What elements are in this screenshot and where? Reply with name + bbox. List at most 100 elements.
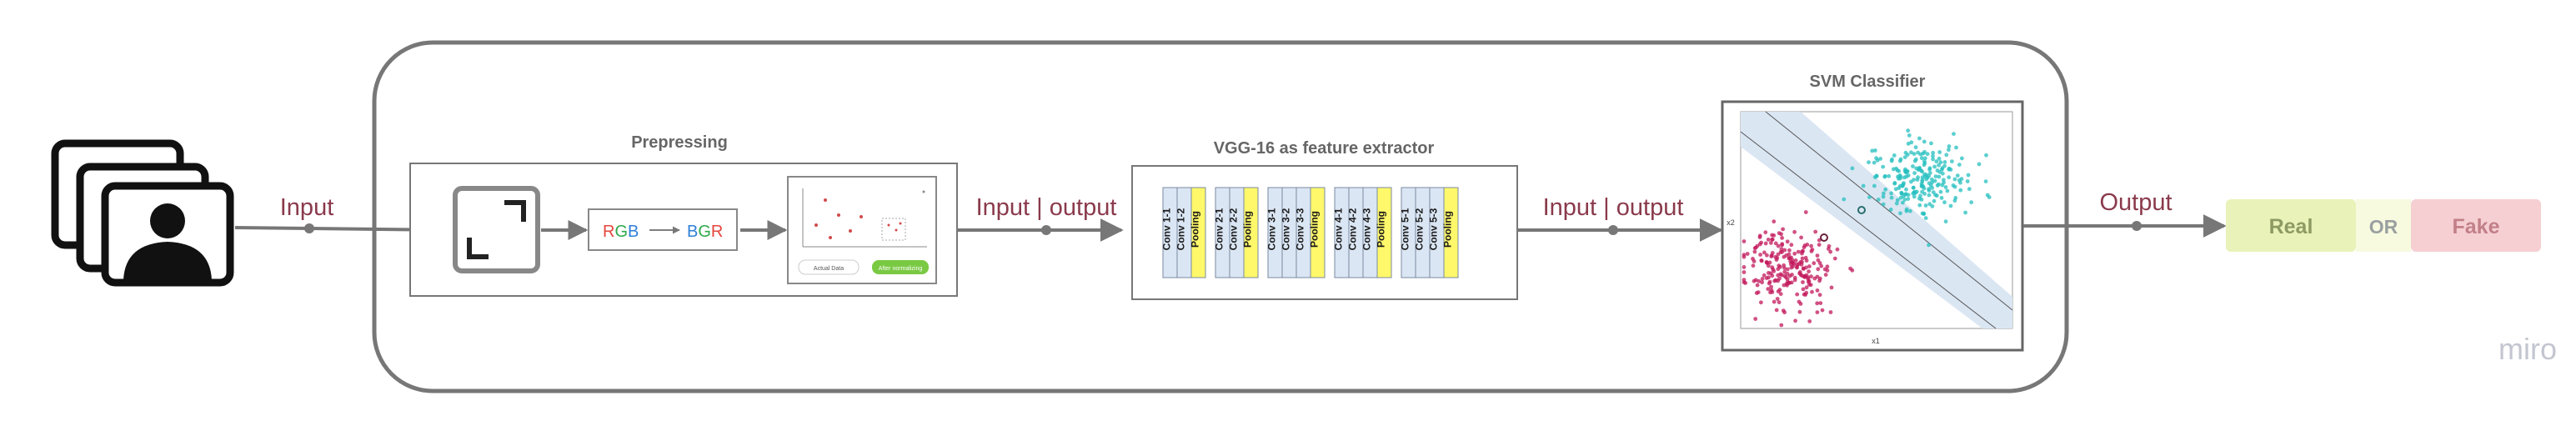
svm-point-class-b — [1912, 178, 1917, 183]
svm-point-class-b — [1957, 163, 1962, 168]
svm-point-class-b — [1907, 133, 1912, 138]
svm-point-class-b — [1955, 173, 1960, 178]
svm-point-class-b — [1896, 174, 1900, 179]
svm-point-class-a — [1792, 251, 1797, 256]
svm-point-class-a — [1803, 210, 1808, 214]
svm-point-class-a — [1742, 270, 1747, 274]
svm-point-class-b — [1940, 183, 1945, 188]
svm-point-class-a — [1778, 272, 1783, 277]
svm-point-class-b — [1911, 185, 1916, 190]
svm-point-class-a — [1825, 264, 1830, 269]
svm-point-class-b — [1931, 150, 1936, 155]
svm-point-class-b — [1952, 132, 1956, 137]
svm-point-class-b — [1947, 175, 1952, 180]
svm-point-class-b — [1931, 153, 1935, 158]
svm-point-class-a — [1793, 318, 1798, 323]
svm-point-class-a — [1766, 263, 1771, 268]
vgg-pooling-layer — [1190, 187, 1206, 278]
svm-point-class-a — [1767, 260, 1772, 265]
svm-point-class-a — [1774, 308, 1779, 313]
svm-point-class-a — [1802, 267, 1806, 271]
svm-point-class-a — [1765, 253, 1769, 258]
svm-point-class-a — [1828, 249, 1833, 254]
svm-point-class-b — [1948, 203, 1953, 208]
svm-point-class-a — [1800, 251, 1804, 256]
svm-point-class-a — [1795, 262, 1800, 267]
vgg-pooling-layer — [1310, 187, 1326, 278]
svm-point-class-a — [1801, 280, 1805, 284]
svm-point-class-a — [1802, 292, 1807, 297]
svm-point-class-a — [1779, 323, 1784, 328]
miro-watermark: miro — [2498, 332, 2557, 366]
svm-point-class-a — [1799, 235, 1804, 240]
svm-point-class-a — [1835, 247, 1840, 252]
svm-point-class-a — [1804, 258, 1809, 263]
svm-point-class-b — [1969, 200, 1974, 205]
vgg-conv-label: Conv 4-2 — [1347, 208, 1359, 250]
svm-point-class-a — [1804, 273, 1809, 278]
svm-point-class-b — [1872, 175, 1877, 180]
svm-point-class-b — [1943, 219, 1948, 224]
svm-margin-upper — [1765, 111, 2013, 311]
svm-point-class-b — [1923, 203, 1928, 208]
svm-point-class-a — [1742, 239, 1747, 243]
svm-point-class-a — [1809, 243, 1814, 248]
svm-point-class-a — [1827, 247, 1831, 251]
input-images-icon — [51, 139, 234, 287]
svm-point-class-b — [1958, 188, 1963, 193]
svm-point-class-b — [1850, 166, 1855, 171]
svm-point-class-b — [1904, 187, 1908, 192]
svm-point-class-a — [1762, 273, 1767, 278]
svm-point-class-b — [1898, 211, 1902, 216]
svm-point-class-a — [1790, 273, 1794, 277]
svm-point-class-a — [1778, 250, 1783, 254]
svm-point-class-b — [1867, 160, 1871, 165]
svm-point-class-a — [1782, 263, 1787, 268]
svm-point-class-b — [1927, 188, 1932, 193]
normalization-chart: Actual Data After normalizing — [787, 176, 937, 284]
svm-point-class-a — [1742, 254, 1747, 259]
vgg-title: VGG-16 as feature extractor — [1214, 139, 1435, 158]
pipeline-container — [372, 40, 2069, 393]
svm-point-class-b — [1930, 186, 1935, 190]
svm-point-class-b — [1898, 195, 1903, 200]
svm-point-class-b — [1924, 177, 1929, 182]
svm-point-class-b — [1932, 164, 1937, 169]
svm-point-class-b — [1983, 179, 1988, 184]
io-connector-1 — [957, 218, 1124, 242]
svm-point-class-b — [1895, 168, 1900, 173]
actual-data-label: Actual Data — [814, 266, 844, 272]
svm-point-class-b — [1938, 160, 1943, 165]
svm-point-class-b — [1912, 152, 1917, 157]
vgg-pooling-label: Pooling — [1309, 211, 1321, 248]
svm-point-class-b — [1935, 168, 1940, 173]
svm-point-class-a — [1752, 259, 1757, 263]
svm-point-class-a — [1766, 238, 1771, 242]
result-or-tag: OR — [2356, 199, 2411, 252]
svm-point-class-a — [1758, 253, 1763, 257]
svm-point-class-b — [1937, 156, 1942, 161]
svm-point-class-b — [1963, 210, 1968, 215]
svm-point-class-b — [1920, 189, 1925, 194]
svm-point-class-a — [1815, 310, 1820, 314]
resize-icon — [453, 186, 540, 273]
svm-point-class-b — [1889, 191, 1894, 196]
svm-point-class-a — [1752, 249, 1757, 254]
svm-point-class-a — [1756, 290, 1761, 294]
result-real-label: Real — [2269, 215, 2313, 238]
svm-point-class-b — [1918, 193, 1922, 198]
svm-point-class-b — [1889, 195, 1894, 200]
svm-point-class-b — [1952, 198, 1957, 203]
svm-point-class-b — [1927, 181, 1932, 186]
svm-point-class-b — [1928, 171, 1932, 175]
svm-point-class-b — [1876, 198, 1881, 202]
svm-point-class-a — [1782, 269, 1787, 274]
svm-point-class-a — [1788, 262, 1793, 267]
svm-point-class-b — [1945, 188, 1950, 193]
vgg-conv-label: Conv 3-2 — [1280, 208, 1292, 250]
svm-point-class-a — [1759, 240, 1764, 245]
svm-point-class-a — [1769, 241, 1773, 245]
svm-point-class-a — [1832, 256, 1837, 261]
svm-point-class-b — [1890, 157, 1894, 162]
